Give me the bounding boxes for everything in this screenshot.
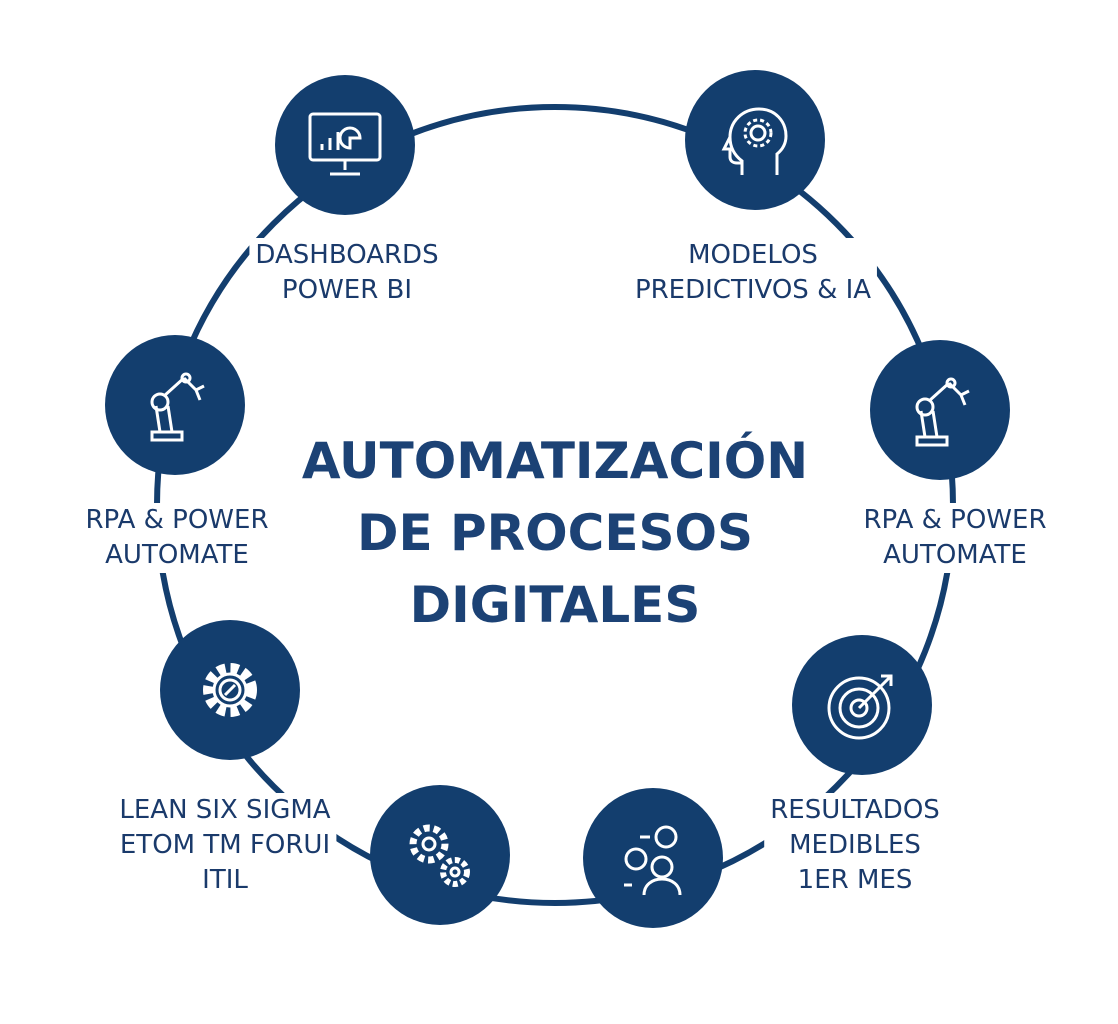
label-line: MODELOS	[688, 240, 818, 270]
node-resultados	[792, 635, 932, 775]
node-dashboards	[275, 75, 415, 215]
label-rpa-left: RPA & POWER AUTOMATE	[79, 503, 275, 573]
gear-icon	[203, 663, 257, 717]
label-line: RPA & POWER	[863, 505, 1047, 535]
label-resultados: RESULTADOS MEDIBLES 1ER MES	[764, 793, 946, 898]
head-gear-icon	[721, 107, 788, 175]
node-gears	[370, 785, 510, 925]
title-line: DE PROCESOS	[356, 504, 754, 562]
label-line: RESULTADOS	[770, 795, 940, 825]
label-line: AUTOMATE	[883, 540, 1027, 570]
label-line: ITIL	[202, 865, 248, 895]
title-line: AUTOMATIZACIÓN	[301, 432, 809, 490]
label-line: PREDICTIVOS & IA	[634, 275, 872, 305]
node-rpa-left	[105, 335, 245, 475]
gears-icon	[409, 824, 470, 887]
label-line: 1ER MES	[797, 865, 913, 895]
label-line: RPA & POWER	[85, 505, 269, 535]
robot-arm-icon	[915, 377, 970, 447]
label-rpa-right: RPA & POWER AUTOMATE	[857, 503, 1053, 573]
label-line: DASHBOARDS	[255, 240, 439, 270]
label-line: MEDIBLES	[789, 830, 921, 860]
dashboard-monitor-icon	[308, 112, 382, 176]
label-lean: LEAN SIX SIGMA ETOM TM FORUI ITIL	[113, 793, 337, 898]
label-line: ETOM TM FORUI	[119, 830, 331, 860]
robot-arm-icon	[150, 372, 205, 442]
label-line: AUTOMATE	[105, 540, 249, 570]
node-lean	[160, 620, 300, 760]
node-people	[583, 788, 723, 928]
label-dashboards: DASHBOARDS POWER BI	[249, 238, 445, 308]
label-line: LEAN SIX SIGMA	[119, 795, 331, 825]
label-modelos: MODELOS PREDICTIVOS & IA	[628, 238, 878, 308]
node-rpa-right	[870, 340, 1010, 480]
diagram-title: AUTOMATIZACIÓN DE PROCESOS DIGITALES	[302, 425, 808, 641]
title-line: DIGITALES	[409, 576, 701, 634]
node-modelos	[685, 70, 825, 210]
people-icon	[624, 825, 682, 896]
target-icon	[827, 674, 893, 740]
label-line: POWER BI	[281, 275, 413, 305]
